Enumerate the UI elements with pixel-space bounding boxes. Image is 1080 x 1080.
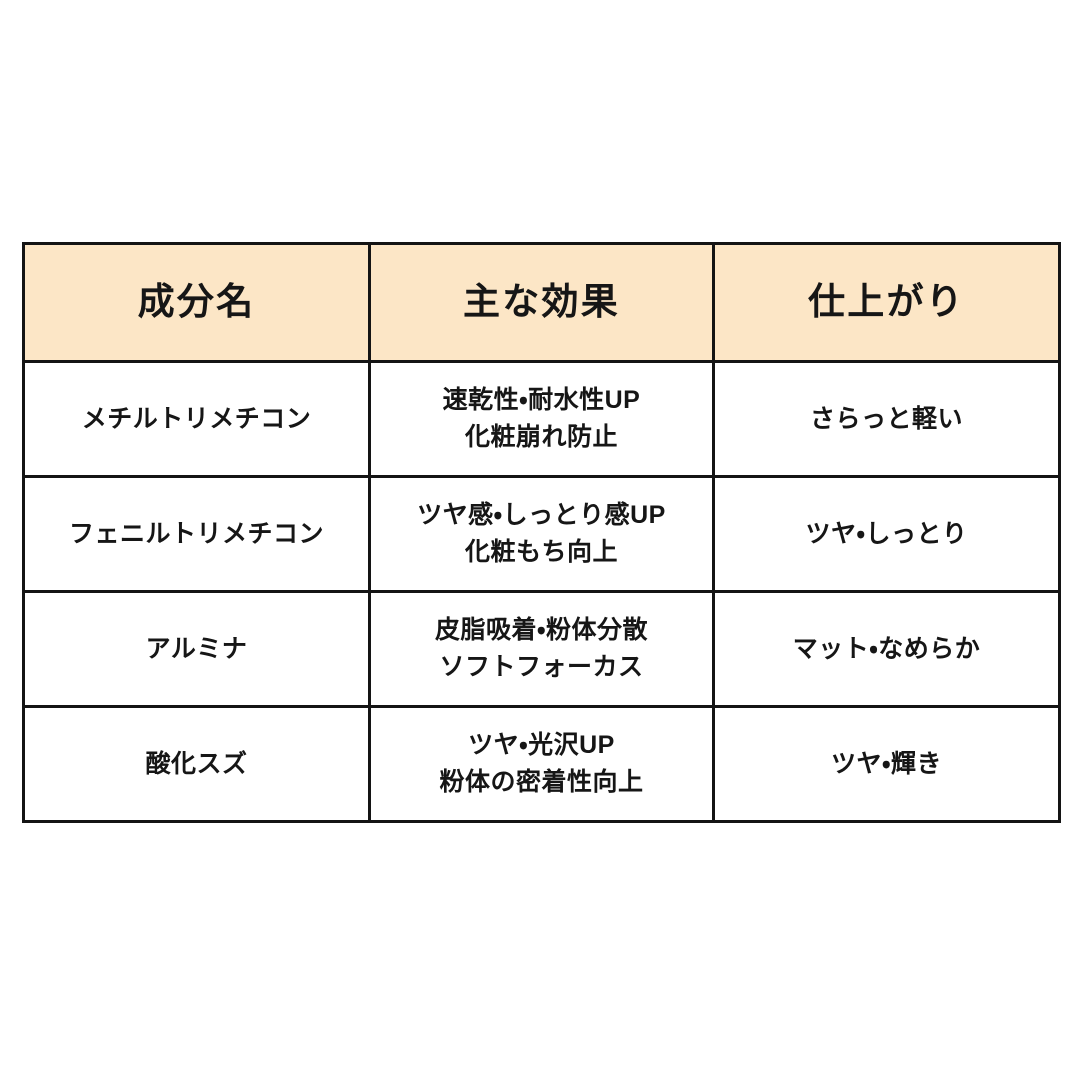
effect-lines: ツヤ・光沢UP 粉体の密着性向上: [379, 727, 704, 801]
effect-line-1: ツヤ・光沢UP: [468, 731, 615, 759]
effect-line-2: 粉体の密着性向上: [439, 768, 644, 796]
cell-ingredient-name: 酸化スズ: [22, 705, 371, 823]
cell-main-effect: ツヤ感・しっとり感UP 化粧もち向上: [368, 475, 715, 593]
effect-lines: 速乾性・耐水性UP 化粧崩れ防止: [379, 382, 704, 456]
ingredient-comparison-table: 成分名 主な効果 仕上がり メチルトリメチコン 速乾性・耐水性UP 化粧崩れ防止…: [22, 242, 1061, 823]
table-row: メチルトリメチコン 速乾性・耐水性UP 化粧崩れ防止 さらっと軽い: [22, 360, 1061, 478]
effect-lines: ツヤ感・しっとり感UP 化粧もち向上: [379, 497, 704, 571]
table-row: 酸化スズ ツヤ・光沢UP 粉体の密着性向上 ツヤ・輝き: [22, 705, 1061, 823]
cell-main-effect: 速乾性・耐水性UP 化粧崩れ防止: [368, 360, 715, 478]
column-header-ingredient-name: 成分名: [22, 242, 371, 363]
cell-ingredient-name: メチルトリメチコン: [22, 360, 371, 478]
cell-finish: さらっと軽い: [712, 360, 1061, 478]
cell-finish: ツヤ・しっとり: [712, 475, 1061, 593]
effect-line-2: 化粧崩れ防止: [464, 423, 618, 451]
cell-ingredient-name: フェニルトリメチコン: [22, 475, 371, 593]
cell-main-effect: ツヤ・光沢UP 粉体の密着性向上: [368, 705, 715, 823]
table-header: 成分名 主な効果 仕上がり: [22, 242, 1061, 363]
column-header-finish: 仕上がり: [712, 242, 1061, 363]
table-row: フェニルトリメチコン ツヤ感・しっとり感UP 化粧もち向上 ツヤ・しっとり: [22, 475, 1061, 593]
cell-finish: ツヤ・輝き: [712, 705, 1061, 823]
table-row: アルミナ 皮脂吸着・粉体分散 ソフトフォーカス マット・なめらか: [22, 590, 1061, 708]
column-header-main-effect: 主な効果: [368, 242, 715, 363]
cell-main-effect: 皮脂吸着・粉体分散 ソフトフォーカス: [368, 590, 715, 708]
effect-line-1: 皮脂吸着・粉体分散: [434, 616, 648, 644]
cell-finish: マット・なめらか: [712, 590, 1061, 708]
effect-line-2: 化粧もち向上: [464, 538, 618, 566]
effect-lines: 皮脂吸着・粉体分散 ソフトフォーカス: [379, 612, 704, 686]
cell-ingredient-name: アルミナ: [22, 590, 371, 708]
effect-line-1: 速乾性・耐水性UP: [442, 386, 641, 414]
effect-line-1: ツヤ感・しっとり感UP: [417, 501, 666, 529]
table-body: メチルトリメチコン 速乾性・耐水性UP 化粧崩れ防止 さらっと軽い フェニルトリ…: [22, 360, 1061, 823]
table-header-row: 成分名 主な効果 仕上がり: [22, 242, 1061, 363]
effect-line-2: ソフトフォーカス: [439, 653, 644, 681]
ingredient-table-container: 成分名 主な効果 仕上がり メチルトリメチコン 速乾性・耐水性UP 化粧崩れ防止…: [22, 242, 1061, 823]
